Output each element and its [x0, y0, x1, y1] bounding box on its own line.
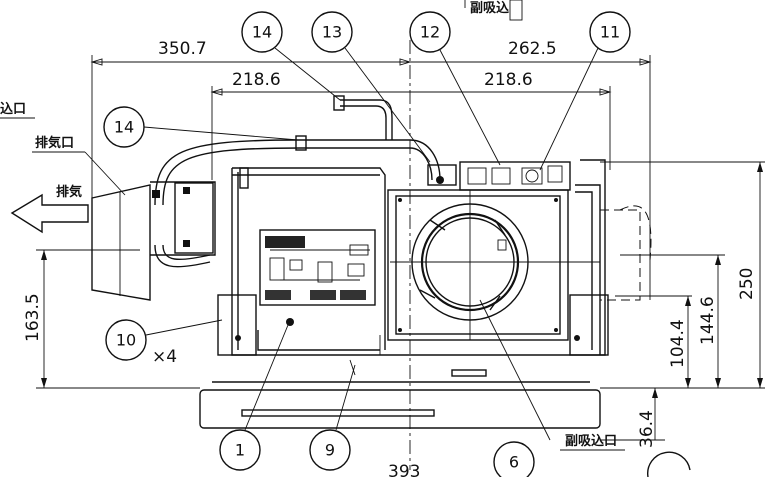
dim-left-width: 350.7 [158, 39, 207, 59]
dim-bottom-offset: 36.4 [637, 410, 657, 448]
leader-10 [539, 47, 599, 171]
wiring-diagram-panel [259, 229, 376, 306]
callout-9 [105, 319, 147, 361]
leader-13 [274, 47, 341, 101]
bottom-grille [199, 359, 601, 429]
label-exhaust-port: 排気口 [35, 135, 74, 151]
callout-10 [589, 11, 631, 53]
callout-9-label: 10 [116, 331, 136, 350]
callout-8 [309, 429, 351, 471]
callout-12 [311, 11, 353, 53]
leader-12 [344, 47, 431, 163]
callout-11 [409, 11, 451, 53]
callout-11-label: 12 [420, 23, 440, 42]
dim-inner-left: 218.6 [232, 70, 281, 90]
exhaust-duct [91, 181, 216, 301]
dim-right-width: 262.5 [508, 39, 557, 59]
leader-6 [479, 299, 551, 441]
label-sub-intake-top: 副吸込 [470, 0, 510, 16]
callout-6-label: 6 [509, 453, 519, 472]
callout-12-label: 13 [322, 23, 342, 42]
label-exhaust: 排気 [56, 184, 82, 200]
dim-height-left: 163.5 [23, 293, 43, 342]
dim-overall-width: 393 [388, 462, 420, 477]
callout-8-label: 9 [325, 441, 335, 460]
callout-6 [493, 441, 535, 477]
label-intake-port: 込口 [0, 101, 26, 117]
terminal-box [427, 161, 571, 191]
leader-14 [143, 126, 299, 141]
dim-height-low: 104.4 [668, 319, 688, 368]
dim-height-total: 250 [737, 268, 757, 300]
left-height-dimension [36, 249, 200, 389]
exhaust-arrow-icon [10, 193, 89, 234]
leader-11 [439, 49, 501, 166]
dim-inner-right: 218.6 [484, 70, 533, 90]
callout-13-label: 14 [252, 23, 272, 42]
dim-height-mid: 144.6 [698, 296, 718, 345]
leader-8 [335, 364, 356, 431]
top-dimension-lines [90, 55, 652, 300]
callout-10-label: 11 [600, 23, 620, 42]
callout-14-label: 14 [114, 118, 134, 137]
side-duct-dashed [600, 205, 652, 301]
leader-9 [145, 319, 223, 336]
callout-13 [241, 11, 283, 53]
callout-partial [647, 451, 691, 477]
leader-1 [244, 324, 289, 431]
sub-intake-top-label [464, 0, 523, 21]
main-body [217, 159, 609, 356]
fan-housing [387, 189, 600, 341]
pipe-assembly [154, 95, 441, 268]
label-sub-intake-bottom: 副吸込口 [565, 433, 617, 449]
label-multiplier: ×4 [152, 347, 177, 367]
callout-1 [219, 429, 261, 471]
callout-1-label: 1 [235, 441, 245, 460]
leader-line [84, 151, 126, 196]
right-height-dimensions [600, 161, 765, 441]
